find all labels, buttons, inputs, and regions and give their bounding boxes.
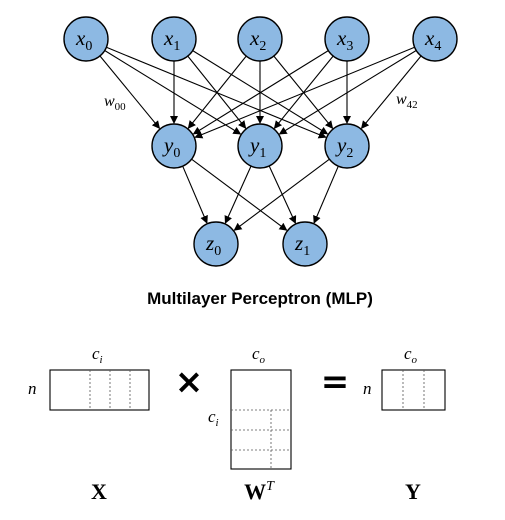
network-nodes: x0 x1 x2 x3 x4 y0 y1 y2 z0 z1 <box>63 16 458 267</box>
edge-input-0-to-hidden-0 <box>99 55 161 129</box>
hidden-node-circle <box>151 123 197 169</box>
edge-input-3-to-hidden-1 <box>273 55 334 129</box>
matrix-y-left-dim: n <box>363 379 372 398</box>
matrix-y-box <box>381 369 446 411</box>
output-node-circle <box>282 221 328 267</box>
output-node-circle <box>193 221 239 267</box>
output-node: z0 <box>193 221 239 267</box>
diagram-title: Multilayer Perceptron (MLP) <box>147 289 373 308</box>
output-node-label: z0 <box>205 231 221 259</box>
edge-hidden-0-to-output-0 <box>182 165 208 224</box>
edge-hidden-1-to-output-0 <box>224 165 252 224</box>
input-node-label: x1 <box>163 26 180 54</box>
edge-input-0-to-hidden-1 <box>104 50 242 135</box>
hidden-node-circle <box>237 123 283 169</box>
matrix-wt-box <box>230 369 292 470</box>
edge-input-4-to-hidden-2 <box>360 55 422 129</box>
weight-label-w42: w42 <box>396 91 418 111</box>
matrix-x-top-dim: ci <box>92 344 103 366</box>
matrix-wt-left-dim: ci <box>208 407 219 429</box>
input-node-circle <box>63 16 109 62</box>
edge-hidden-0-to-output-1 <box>191 158 288 231</box>
edge-input-3-to-hidden-0 <box>192 50 329 135</box>
input-node: x1 <box>151 16 197 62</box>
matrix-y-name: Y <box>405 479 421 504</box>
hidden-node-label: y1 <box>248 133 266 161</box>
edge-input-4-to-hidden-1 <box>278 50 417 135</box>
input-node-circle <box>237 16 283 62</box>
input-node-circle <box>151 16 197 62</box>
output-node-label: z1 <box>294 231 310 259</box>
input-node: x3 <box>324 16 370 62</box>
matrix-y: co n Y <box>363 344 446 504</box>
edge-hidden-2-to-output-1 <box>313 165 339 224</box>
input-node-circle <box>324 16 370 62</box>
edge-input-4-to-hidden-0 <box>194 46 415 139</box>
input-node-circle <box>412 16 458 62</box>
output-node: z1 <box>282 221 328 267</box>
multiply-operator: × <box>175 362 204 402</box>
matrix-y-top-dim: co <box>404 344 418 366</box>
matrix-wt: co ci WT <box>208 344 292 504</box>
hidden-node: y0 <box>151 123 197 169</box>
input-node: x2 <box>237 16 283 62</box>
matrix-wt-top-dim: co <box>252 344 266 366</box>
input-node-label: x2 <box>249 26 266 54</box>
input-node-label: x0 <box>75 26 92 54</box>
hidden-node-label: y2 <box>335 133 353 161</box>
hidden-node: y2 <box>324 123 370 169</box>
edge-input-2-to-hidden-0 <box>187 55 247 129</box>
matrix-x-name: X <box>91 479 107 504</box>
hidden-node: y1 <box>237 123 283 169</box>
matrix-wt-name: WT <box>244 479 275 504</box>
matrix-x-left-dim: n <box>28 379 37 398</box>
input-node: x0 <box>63 16 109 62</box>
input-node-label: x3 <box>336 26 353 54</box>
weight-label-w00: w00 <box>104 93 126 113</box>
edge-input-0-to-hidden-2 <box>106 46 327 139</box>
connection-edges <box>99 46 422 231</box>
edge-hidden-2-to-output-0 <box>233 158 330 231</box>
matrix-x-box <box>49 369 150 411</box>
equals-operator: = <box>321 362 350 402</box>
hidden-node-label: y0 <box>162 133 180 161</box>
matrix-x: ci n X <box>28 344 150 504</box>
hidden-node-circle <box>324 123 370 169</box>
input-node: x4 <box>412 16 458 62</box>
input-node-label: x4 <box>424 26 441 54</box>
